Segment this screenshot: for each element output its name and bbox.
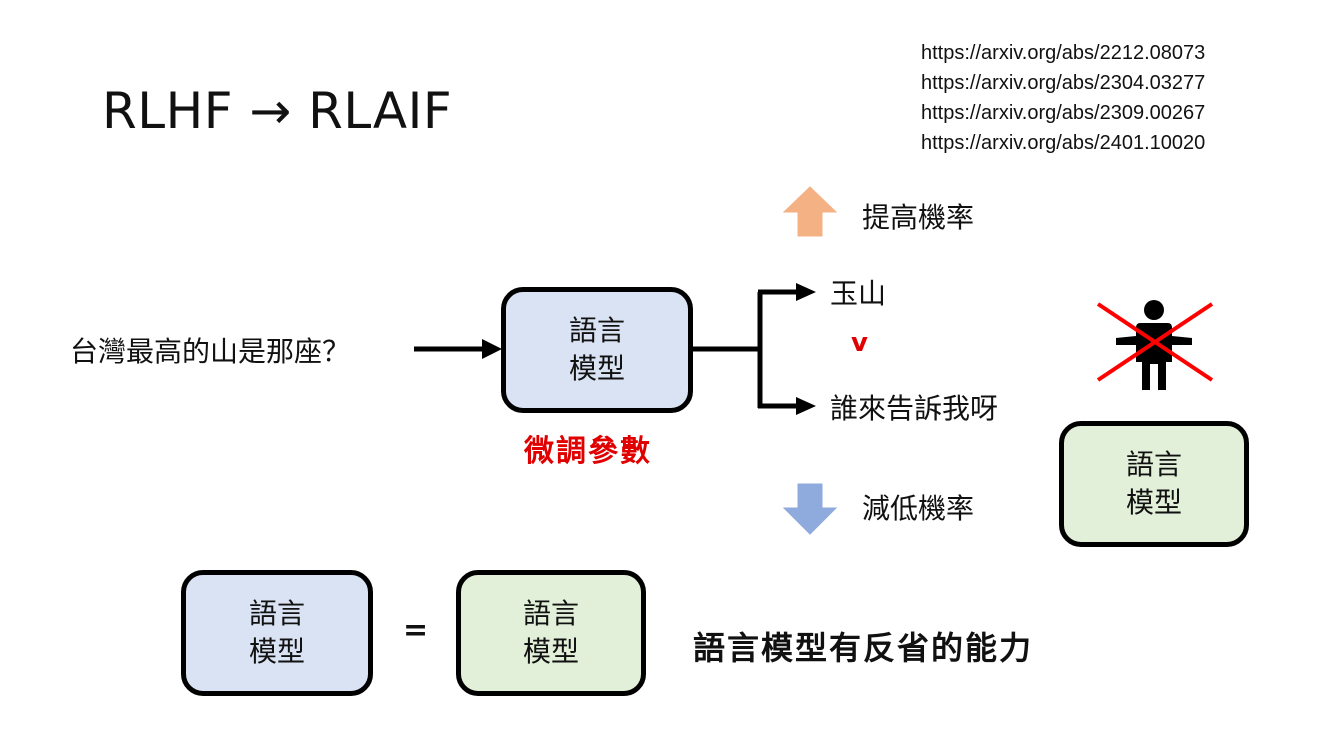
comparison-symbol: v	[851, 328, 868, 358]
reference-link[interactable]: https://arxiv.org/abs/2212.08073	[921, 42, 1206, 64]
eq-left-line2: 模型	[248, 635, 305, 668]
reference-link[interactable]: https://arxiv.org/abs/2401.10020	[921, 132, 1206, 154]
arrow-down-icon	[782, 483, 838, 535]
judge-model-box: 語言 模型	[1059, 421, 1249, 547]
eq-left-line1: 語言	[248, 597, 305, 630]
reference-list: https://arxiv.org/abs/2212.08073 https:/…	[921, 38, 1205, 158]
slide-title: RLHF → RLAIF	[102, 82, 453, 140]
eq-right-line2: 模型	[522, 635, 579, 668]
model-label-line1: 語言	[568, 314, 625, 347]
arrow-up-icon	[782, 186, 838, 237]
question-text: 台灣最高的山是那座？	[70, 335, 351, 368]
equation-left-model-box: 語言 模型	[181, 570, 373, 696]
cross-out-icon	[1096, 302, 1214, 382]
judge-label-line2: 模型	[1125, 486, 1182, 519]
finetune-label: 微調參數	[524, 434, 652, 469]
reference-link[interactable]: https://arxiv.org/abs/2309.00267	[921, 102, 1206, 124]
answer-good: 玉山	[830, 277, 887, 310]
person-icon	[1116, 300, 1192, 390]
language-model-box: 語言 模型	[501, 287, 693, 413]
conclusion-text: 語言模型有反省的能力	[693, 629, 1034, 667]
answer-bad: 誰來告訴我呀	[830, 392, 999, 425]
decrease-probability-label: 減低機率	[862, 492, 975, 525]
increase-probability-label: 提高機率	[862, 201, 975, 234]
equation-right-model-box: 語言 模型	[456, 570, 646, 696]
judge-label-line1: 語言	[1125, 448, 1182, 481]
model-label-line2: 模型	[568, 352, 625, 385]
output-branch	[690, 283, 816, 415]
equals-sign: =	[403, 613, 429, 648]
reference-link[interactable]: https://arxiv.org/abs/2304.03277	[921, 72, 1206, 94]
eq-right-line1: 語言	[522, 597, 579, 630]
input-arrow	[414, 339, 502, 359]
